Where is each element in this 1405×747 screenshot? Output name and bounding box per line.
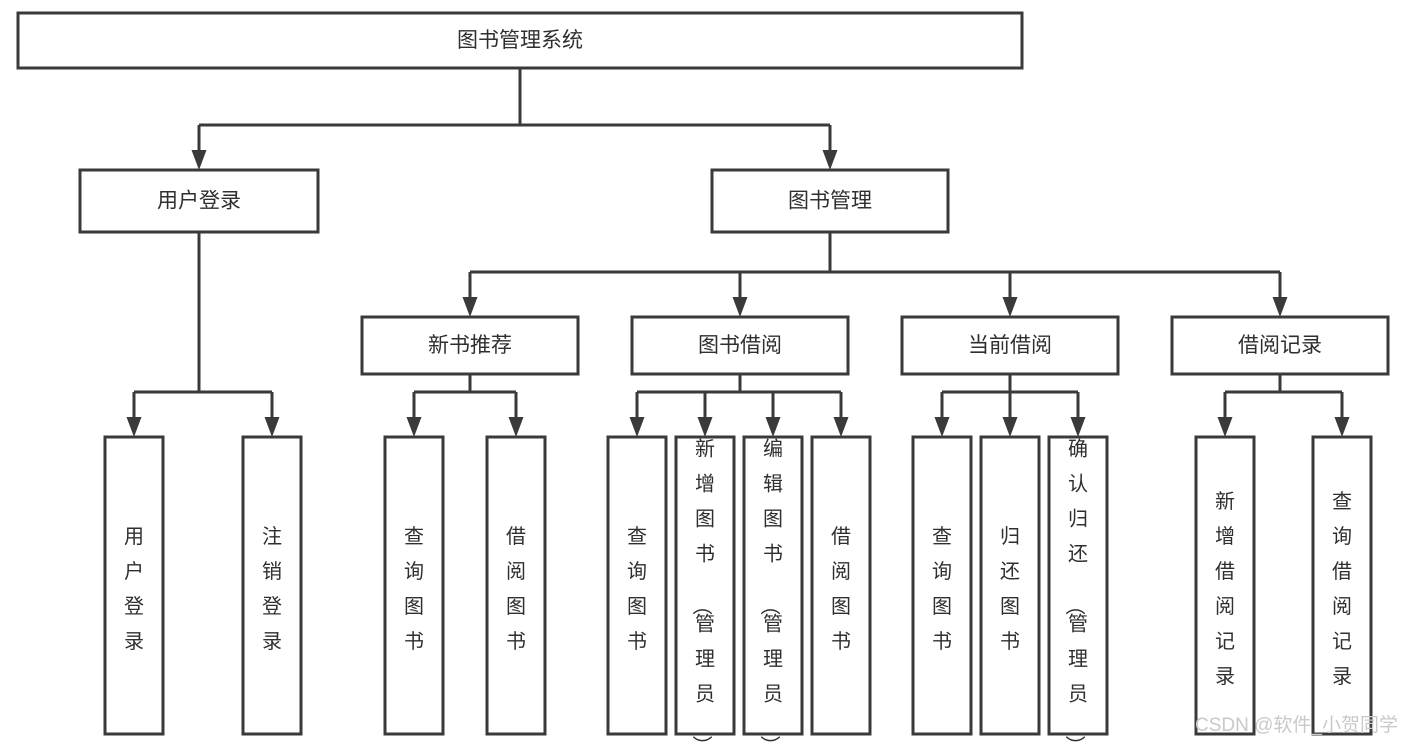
- node-newbook[interactable]: 新书推荐: [360, 315, 580, 376]
- node-leaf-query-record[interactable]: 查询借阅记录: [1311, 435, 1373, 736]
- node-box-leaf-add-book[interactable]: [674, 435, 736, 736]
- node-bookmgmt[interactable]: 图书管理: [710, 168, 950, 234]
- node-box-leaf-query-book-2[interactable]: [606, 435, 668, 736]
- connector-layer: [126, 68, 1350, 437]
- node-label-leaf-query-book-1: 查询图书: [404, 525, 424, 653]
- node-leaf-borrow-book-1[interactable]: 借阅图书: [485, 435, 547, 736]
- node-leaf-user-login[interactable]: 用户登录: [103, 435, 165, 736]
- node-box-current[interactable]: [900, 315, 1120, 376]
- connector-group-login: [126, 232, 280, 437]
- node-leaf-query-book-1[interactable]: 查询图书: [383, 435, 445, 736]
- node-label-leaf-logout: 注销登录: [262, 525, 282, 653]
- watermark: CSDN @软件_小贺同学: [1195, 714, 1398, 736]
- node-label-leaf-confirm-return: 确认归还（管理员）: [1063, 437, 1088, 747]
- node-box-leaf-edit-book[interactable]: [742, 435, 804, 736]
- node-box-root[interactable]: [16, 11, 1024, 70]
- node-label-leaf-query-book-2: 查询图书: [627, 525, 647, 653]
- node-borrow[interactable]: 图书借阅: [630, 315, 850, 376]
- node-leaf-confirm-return[interactable]: 确认归还（管理员）: [1047, 435, 1109, 747]
- node-records[interactable]: 借阅记录: [1170, 315, 1390, 376]
- connector-group-borrow: [629, 374, 849, 437]
- node-current[interactable]: 当前借阅: [900, 315, 1120, 376]
- node-box-bookmgmt[interactable]: [710, 168, 950, 234]
- node-box-leaf-borrow-book-2[interactable]: [810, 435, 872, 736]
- node-box-login[interactable]: [78, 168, 320, 234]
- node-leaf-logout[interactable]: 注销登录: [241, 435, 303, 736]
- node-label-login: 用户登录: [157, 190, 241, 213]
- node-leaf-return-book[interactable]: 归还图书: [979, 435, 1041, 736]
- node-box-leaf-query-record[interactable]: [1311, 435, 1373, 736]
- node-box-newbook[interactable]: [360, 315, 580, 376]
- node-root[interactable]: 图书管理系统: [16, 11, 1024, 70]
- node-label-borrow: 图书借阅: [698, 334, 782, 357]
- node-label-leaf-borrow-book-2: 借阅图书: [831, 525, 851, 653]
- node-box-leaf-borrow-book-1[interactable]: [485, 435, 547, 736]
- node-label-newbook: 新书推荐: [428, 334, 512, 357]
- node-label-leaf-user-login: 用户登录: [124, 526, 144, 653]
- node-label-leaf-query-book-3: 查询图书: [932, 525, 952, 653]
- node-label-leaf-query-record: 查询借阅记录: [1332, 490, 1352, 688]
- node-leaf-add-record[interactable]: 新增借阅记录: [1194, 435, 1256, 736]
- node-leaf-edit-book[interactable]: 编辑图书（管理员）: [742, 435, 804, 747]
- node-leaf-add-book[interactable]: 新增图书（管理员）: [674, 435, 736, 747]
- node-label-root: 图书管理系统: [457, 29, 583, 52]
- node-leaf-query-book-3[interactable]: 查询图书: [911, 435, 973, 736]
- node-label-leaf-edit-book: 编辑图书（管理员）: [758, 437, 783, 747]
- connector-group-bookmgmt: [462, 232, 1288, 317]
- node-box-leaf-user-login[interactable]: [103, 435, 165, 736]
- node-label-leaf-add-record: 新增借阅记录: [1215, 490, 1235, 688]
- node-label-leaf-borrow-book-1: 借阅图书: [506, 525, 526, 653]
- node-leaf-query-book-2[interactable]: 查询图书: [606, 435, 668, 736]
- node-label-bookmgmt: 图书管理: [788, 190, 872, 213]
- connector-group-records: [1217, 374, 1350, 437]
- node-label-leaf-add-book: 新增图书（管理员）: [690, 437, 715, 747]
- node-box-leaf-confirm-return[interactable]: [1047, 435, 1109, 736]
- node-box-leaf-query-book-1[interactable]: [383, 435, 445, 736]
- connector-group-root: [191, 68, 838, 170]
- node-box-leaf-return-book[interactable]: [979, 435, 1041, 736]
- node-box-borrow[interactable]: [630, 315, 850, 376]
- connector-group-current: [934, 374, 1086, 437]
- node-label-leaf-return-book: 归还图书: [1000, 525, 1020, 653]
- node-box-leaf-query-book-3[interactable]: [911, 435, 973, 736]
- node-leaf-borrow-book-2[interactable]: 借阅图书: [810, 435, 872, 736]
- node-layer: 图书管理系统用户登录图书管理新书推荐图书借阅当前借阅借阅记录用户登录注销登录查询…: [16, 11, 1390, 747]
- connector-group-newbook: [406, 374, 524, 437]
- node-login[interactable]: 用户登录: [78, 168, 320, 234]
- node-box-leaf-add-record[interactable]: [1194, 435, 1256, 736]
- node-box-leaf-logout[interactable]: [241, 435, 303, 736]
- node-box-records[interactable]: [1170, 315, 1390, 376]
- node-label-current: 当前借阅: [968, 334, 1052, 357]
- node-label-records: 借阅记录: [1238, 334, 1322, 357]
